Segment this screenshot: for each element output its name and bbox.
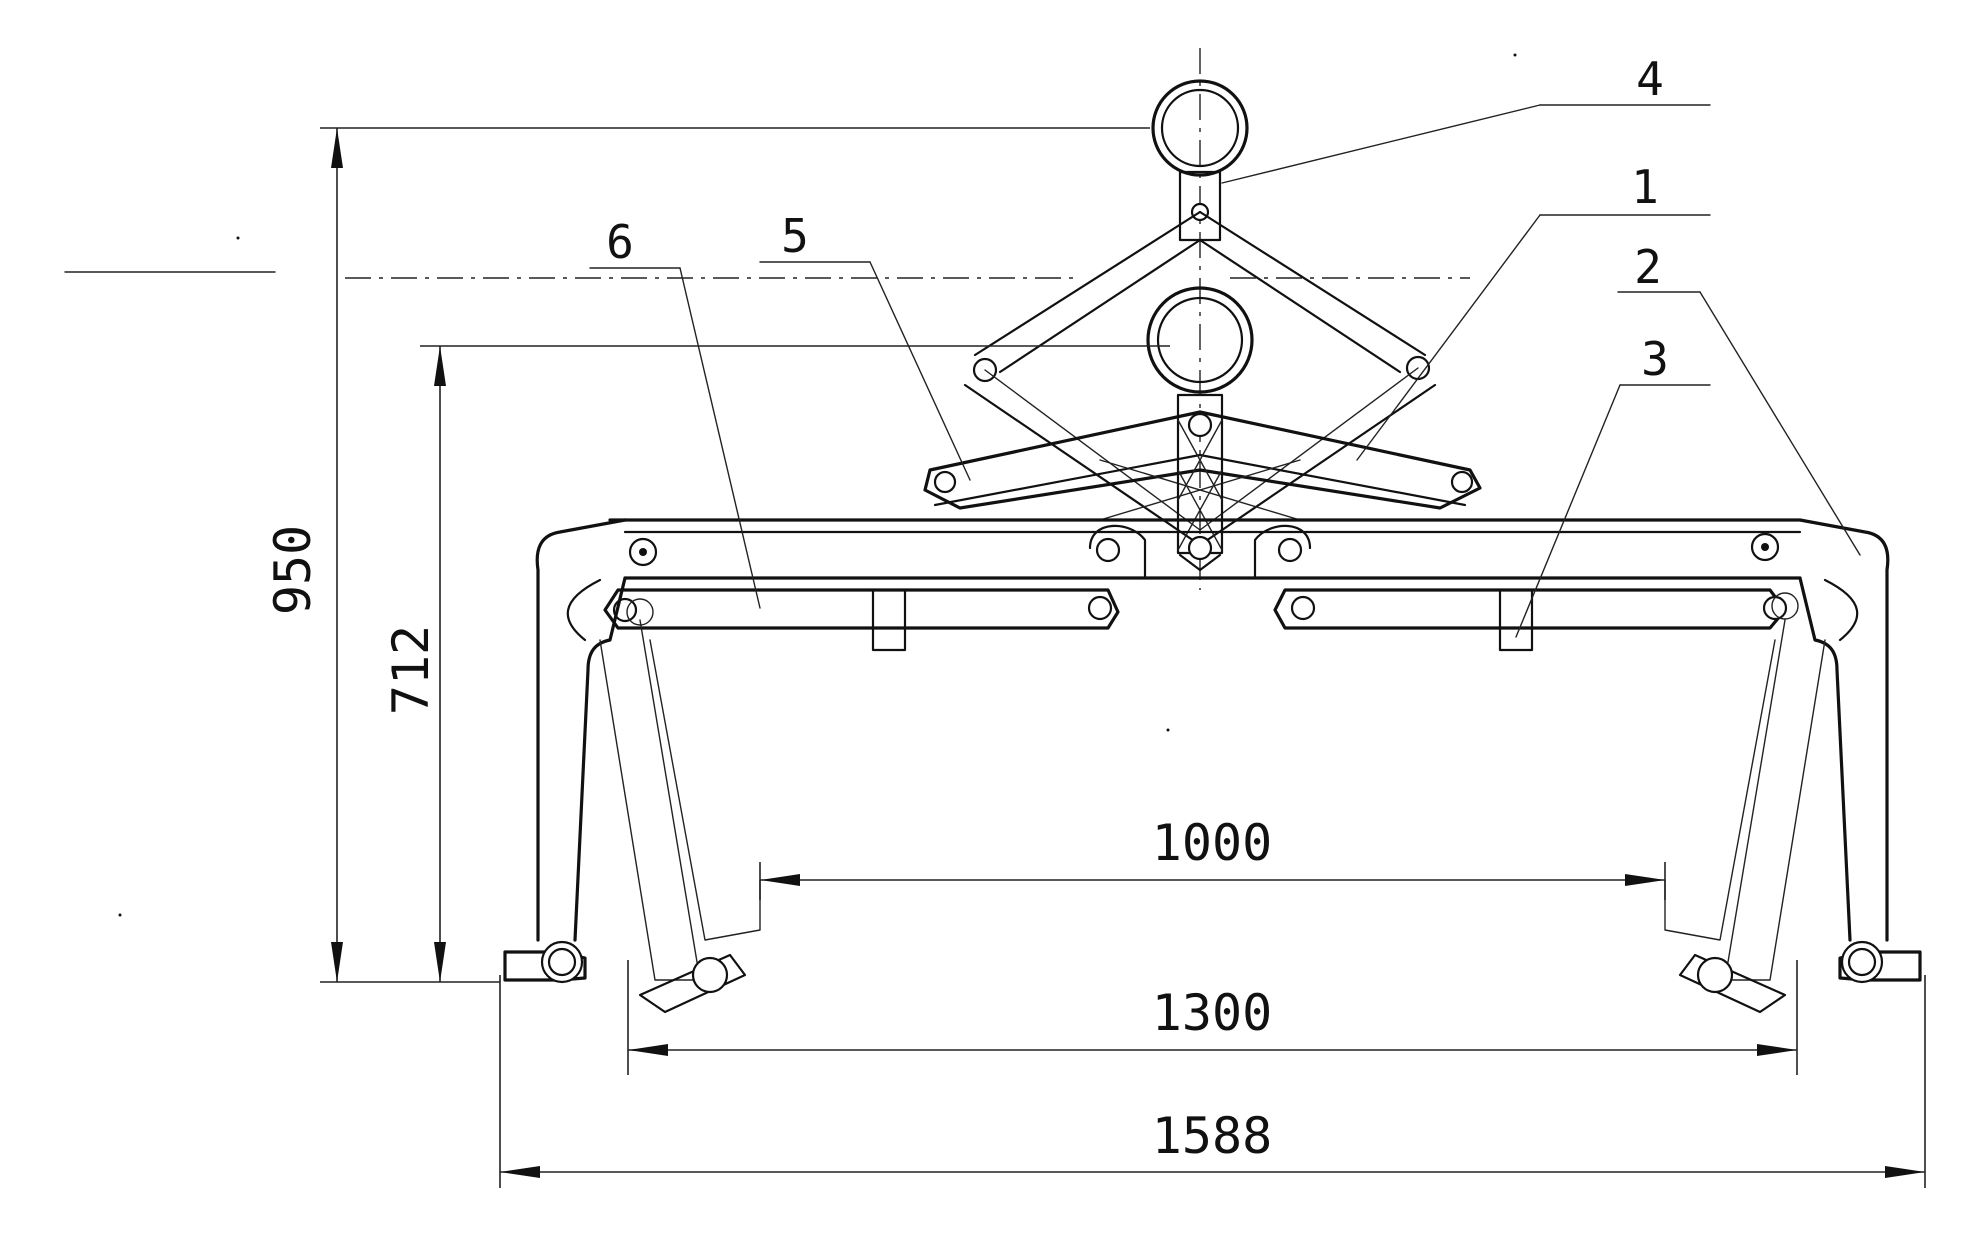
main-beam (608, 518, 1802, 580)
part-label-3: 3 (1641, 332, 1669, 386)
width-dimensions: 1000 1300 1588 (499, 814, 1926, 1188)
part-label-2: 2 (1634, 240, 1662, 294)
scan-specks (118, 53, 1517, 917)
part-balloons: 1 2 3 4 5 6 (606, 52, 1669, 386)
dim-beam-height: 712 (382, 625, 440, 715)
right-clamp-arm (1664, 518, 1922, 1014)
height-dimensions: 950 712 (264, 127, 1170, 983)
left-clamp-arm (503, 518, 761, 1014)
part-leaders (589, 104, 1861, 638)
dim-overall-height: 950 (264, 525, 322, 615)
lower-link-bars (603, 588, 1799, 652)
part-label-1: 1 (1631, 160, 1659, 214)
part-label-6: 6 (606, 215, 634, 269)
center-ring (1146, 286, 1254, 572)
part-label-4: 4 (1636, 52, 1664, 106)
center-lines (64, 48, 1470, 590)
scissor-links (923, 210, 1482, 547)
dim-middle-span: 1300 (1152, 984, 1272, 1042)
dim-overall-width: 1588 (1152, 1107, 1272, 1165)
part-label-5: 5 (781, 209, 809, 263)
dim-inner-span: 1000 (1152, 814, 1272, 872)
